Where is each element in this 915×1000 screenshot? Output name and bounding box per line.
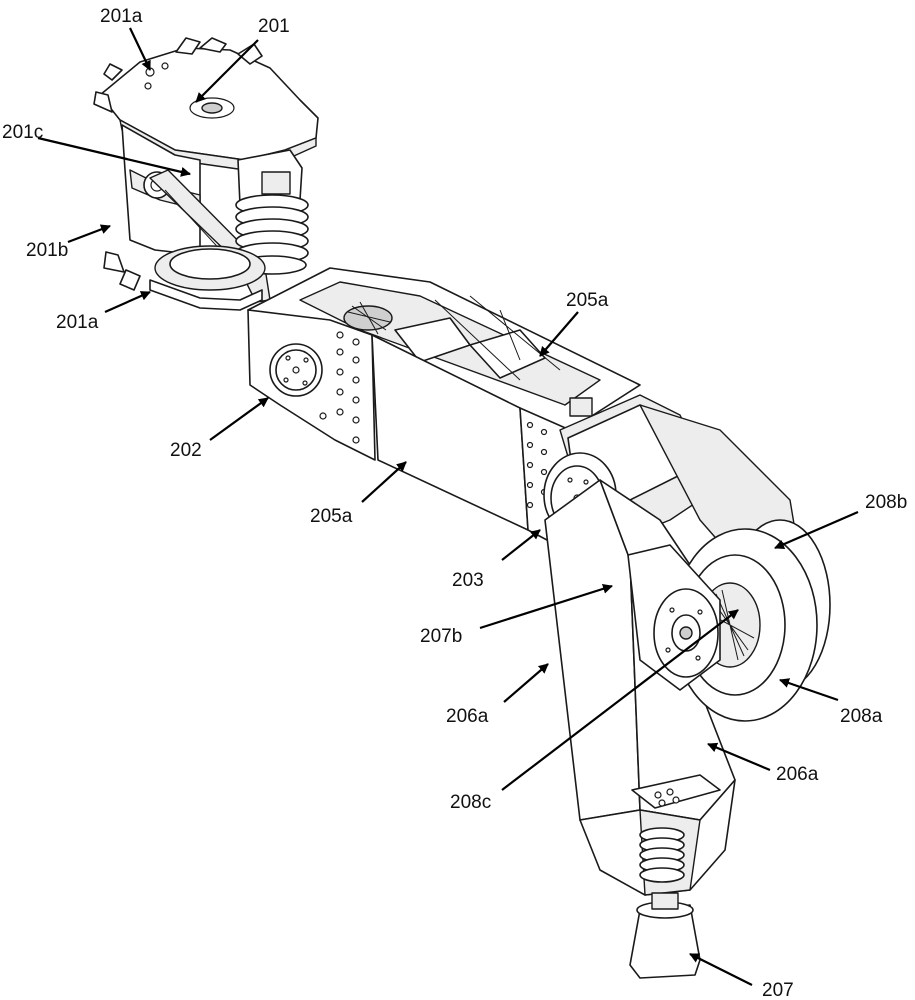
label-201: 201	[258, 16, 290, 37]
mount-lug	[119, 269, 141, 291]
plate-center-bore	[201, 102, 223, 114]
leader-arrows	[37, 27, 859, 986]
mount-assembly	[93, 37, 319, 311]
label-208c: 208c	[450, 792, 491, 813]
lower-coil-spring	[639, 827, 685, 883]
reference-labels: 201a 201 201c 201b 201a 205a 202 205a 20…	[2, 6, 907, 1000]
label-208b: 208b	[865, 492, 907, 513]
mount-lug	[237, 43, 263, 65]
label-206a-left: 206a	[446, 706, 489, 727]
label-205a-top: 205a	[566, 290, 609, 311]
foot-pad	[629, 904, 701, 979]
mount-lug	[93, 91, 113, 113]
spring-top-block	[261, 171, 291, 195]
plate-hole	[144, 82, 152, 90]
bolt-pattern	[319, 331, 360, 444]
label-207: 207	[762, 980, 794, 1000]
mount-lug	[175, 37, 201, 55]
wheel-assembly	[627, 404, 831, 722]
label-207b: 207b	[420, 626, 462, 647]
label-201b: 201b	[26, 240, 68, 261]
label-205a-mid: 205a	[310, 506, 353, 527]
label-201a-bottom: 201a	[56, 312, 99, 333]
bevel-gear	[343, 305, 393, 331]
axle	[679, 626, 693, 640]
mount-lug	[103, 63, 123, 81]
label-201a-top: 201a	[100, 6, 143, 27]
label-206a-right: 206a	[776, 764, 819, 785]
arm-bracket	[569, 397, 593, 417]
label-208a: 208a	[840, 706, 883, 727]
label-202: 202	[170, 440, 202, 461]
foot-shaft	[651, 892, 679, 910]
plate-hole	[161, 62, 169, 70]
mount-lug	[199, 37, 227, 53]
mount-lug	[103, 251, 125, 273]
label-201c: 201c	[2, 122, 43, 143]
spring-seat-block	[631, 774, 721, 809]
label-203: 203	[452, 570, 484, 591]
